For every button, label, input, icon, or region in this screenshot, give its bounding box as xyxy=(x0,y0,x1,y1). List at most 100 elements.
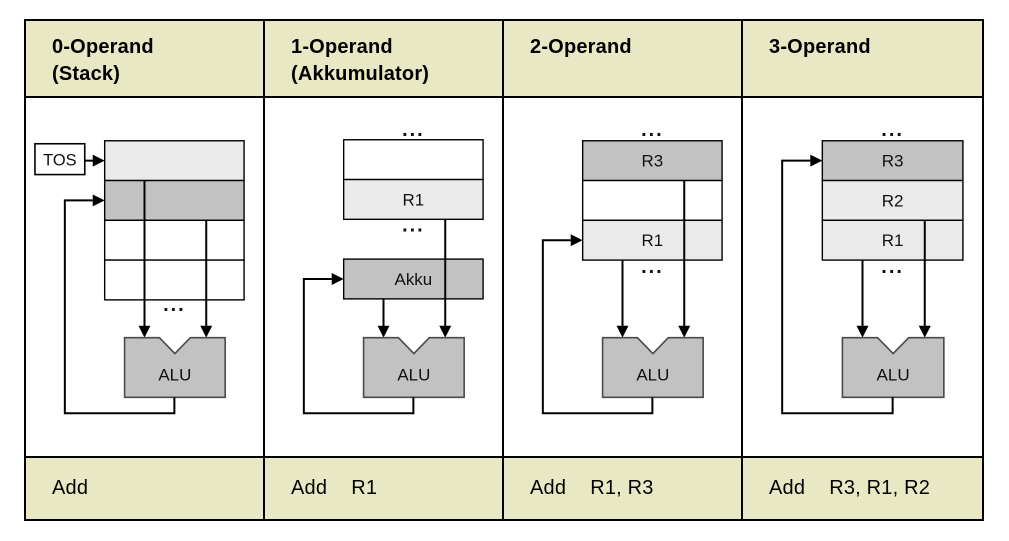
instruction-operands: R1, R3 xyxy=(590,477,654,499)
architecture-comparison-table: 0-Operand (Stack) 1-Operand (Akkumulator… xyxy=(24,19,984,521)
tos-label: TOS xyxy=(43,152,77,170)
instruction-example-three-operand: Add R3, R1, R2 xyxy=(743,458,982,519)
operand-wires xyxy=(856,220,931,338)
ellipsis-label: ... xyxy=(402,214,425,236)
akku-box xyxy=(342,258,484,300)
arrow-right-icon xyxy=(331,273,344,285)
ellipsis-label: ... xyxy=(402,119,425,141)
arrow-right-icon xyxy=(570,234,583,247)
alu-box xyxy=(601,336,704,399)
header-1-operand: 1-Operand (Akkumulator) xyxy=(265,21,504,98)
header-line1: 2-Operand xyxy=(530,36,632,58)
operand-wires xyxy=(616,180,691,338)
register-r3-label: R3 xyxy=(882,152,904,171)
arrow-down-icon xyxy=(439,325,452,338)
alu-label: ALU xyxy=(877,365,910,384)
register-cell-r2 xyxy=(821,179,964,222)
register-r1-label: R1 xyxy=(642,231,664,250)
stack-register-file xyxy=(103,140,245,301)
ellipsis-label: ... xyxy=(881,256,904,278)
arrow-down-icon xyxy=(200,325,213,338)
alu-box xyxy=(841,336,945,399)
register-r2-label: R2 xyxy=(882,191,904,210)
result-feedback xyxy=(63,194,176,415)
alu-box xyxy=(123,336,226,399)
header-line1: 3-Operand xyxy=(769,36,871,58)
register-r1-label: R1 xyxy=(882,231,904,250)
akku-label: Akku xyxy=(395,270,433,289)
ellipsis-label: ... xyxy=(641,256,664,278)
instruction-example-two-operand: Add R1, R3 xyxy=(504,458,743,519)
diagram-accumulator-architecture: ... R1 ... Akku xyxy=(265,98,504,458)
feedback-wire xyxy=(541,239,654,415)
stack-cell-second xyxy=(103,179,245,222)
arrow-down-icon xyxy=(918,325,931,338)
arrow-right-icon xyxy=(92,194,105,207)
operand-wires xyxy=(138,180,213,338)
tos-pointer: TOS xyxy=(34,142,105,176)
header-line2: (Akkumulator) xyxy=(291,63,430,85)
instruction-example-stack: Add xyxy=(26,458,265,519)
alu-label: ALU xyxy=(397,365,430,384)
instruction-mnemonic: Add xyxy=(52,477,89,499)
arrow-down-icon xyxy=(616,325,629,338)
register-cell-r1 xyxy=(342,178,484,221)
stack-cell-third xyxy=(103,219,245,261)
arrow-down-icon xyxy=(138,325,151,338)
alu: ALU xyxy=(841,336,945,399)
header-line2: (Stack) xyxy=(52,63,121,85)
arrow-down-icon xyxy=(678,325,691,338)
instruction-mnemonic: Add xyxy=(291,477,328,499)
three-operand-architecture-diagram: ... R3 R2 R1 ... AL xyxy=(781,119,964,415)
alu: ALU xyxy=(601,336,704,399)
instruction-operands: R3, R1, R2 xyxy=(829,477,931,499)
result-feedback xyxy=(541,234,654,415)
accumulator-architecture-diagram: ... R1 ... Akku xyxy=(302,119,484,415)
header-line1: 1-Operand xyxy=(291,36,393,58)
operand-wires xyxy=(377,219,452,338)
tos-box xyxy=(34,142,86,176)
feedback-wire xyxy=(781,159,894,415)
stack-cell-fourth xyxy=(103,259,245,301)
register-cell-empty xyxy=(581,179,723,222)
alu: ALU xyxy=(362,336,465,399)
arrow-right-icon xyxy=(810,154,823,167)
alu: ALU xyxy=(123,336,226,399)
accumulator: Akku xyxy=(342,258,484,300)
stack-cell-top xyxy=(103,140,245,182)
diagram-stack-architecture: TOS ... ALU xyxy=(26,98,265,458)
diagram-two-operand-architecture: ... R3 R1 ... ALU xyxy=(504,98,743,458)
feedback-wire xyxy=(302,277,415,415)
ellipsis-label: ... xyxy=(163,294,186,316)
instruction-mnemonic: Add xyxy=(769,477,806,499)
register-cell-r3 xyxy=(581,140,723,182)
register-cell-empty xyxy=(342,139,484,181)
alu-label: ALU xyxy=(636,365,669,384)
register-cell-r1 xyxy=(581,219,723,261)
instruction-operands: R1 xyxy=(351,477,378,499)
alu-box xyxy=(362,336,465,399)
register-file: R3 R1 xyxy=(581,140,723,261)
header-2-operand: 2-Operand xyxy=(504,21,743,98)
ellipsis-label: ... xyxy=(881,119,904,141)
register-r1-label: R1 xyxy=(403,190,425,209)
header-0-operand: 0-Operand (Stack) xyxy=(26,21,265,98)
alu-label: ALU xyxy=(158,365,191,384)
stack-architecture-diagram: TOS ... ALU xyxy=(34,140,245,415)
register-file: R3 R2 R1 xyxy=(821,140,964,261)
result-feedback xyxy=(781,154,894,415)
arrow-down-icon xyxy=(377,325,390,338)
header-3-operand: 3-Operand xyxy=(743,21,982,98)
arrow-down-icon xyxy=(856,325,869,338)
instruction-mnemonic: Add xyxy=(530,477,567,499)
register-file: R1 xyxy=(342,139,484,221)
register-r3-label: R3 xyxy=(642,152,664,171)
ellipsis-label: ... xyxy=(641,119,664,141)
result-feedback xyxy=(302,273,415,415)
header-line1: 0-Operand xyxy=(52,36,154,58)
tos-arrow-icon xyxy=(92,154,105,167)
feedback-wire xyxy=(63,199,176,415)
register-cell-r1 xyxy=(821,219,964,261)
instruction-example-accumulator: Add R1 xyxy=(265,458,504,519)
